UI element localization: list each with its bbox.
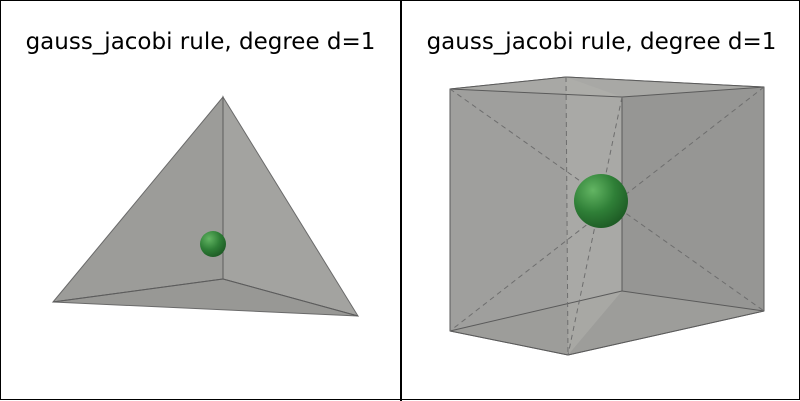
tetra-edge-back-left bbox=[52, 278, 224, 303]
panel-tetrahedron: gauss_jacobi rule, degree d=1 bbox=[1, 1, 400, 399]
panel-cube: gauss_jacobi rule, degree d=1 bbox=[402, 1, 800, 399]
tetra-edge-back-right bbox=[222, 278, 359, 317]
quadrature-point bbox=[574, 174, 628, 228]
cube-face-top bbox=[450, 77, 764, 97]
cube-graphic bbox=[449, 76, 765, 356]
quadrature-point bbox=[200, 231, 226, 257]
panel-divider bbox=[400, 1, 402, 401]
cube-face-front-right bbox=[622, 87, 764, 311]
tetrahedron-graphic bbox=[51, 95, 360, 317]
tetra-face-left bbox=[51, 95, 224, 303]
tetra-face-right bbox=[222, 95, 360, 317]
panel-title: gauss_jacobi rule, degree d=1 bbox=[426, 29, 777, 55]
panel-title: gauss_jacobi rule, degree d=1 bbox=[25, 29, 376, 55]
